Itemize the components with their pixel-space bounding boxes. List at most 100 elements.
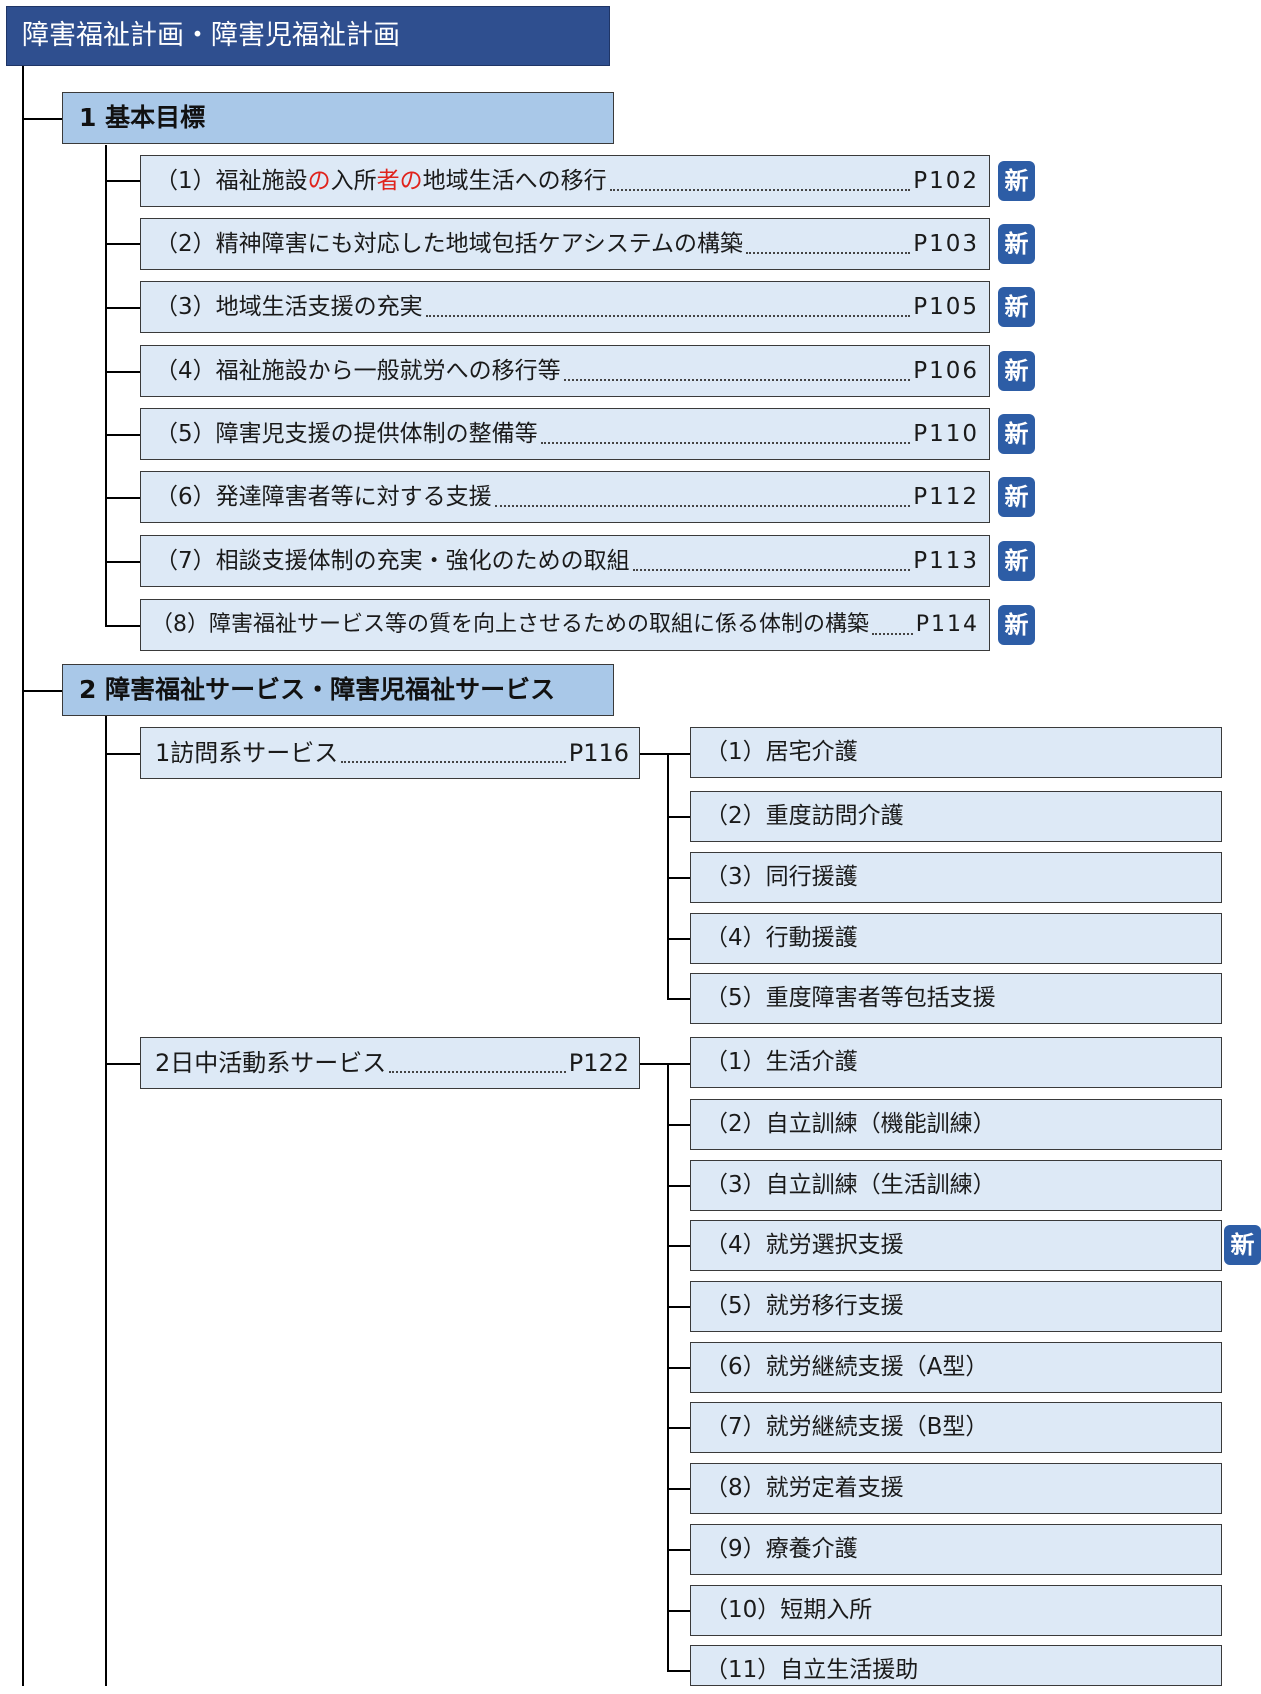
new-badge: 新	[998, 224, 1035, 264]
section1-trunk	[105, 145, 107, 626]
service-item[interactable]: （1）居宅介護	[690, 727, 1222, 778]
service-item[interactable]: （5）重度障害者等包括支援	[690, 973, 1222, 1024]
new-badge: 新	[998, 605, 1035, 645]
page-reference: P106	[913, 358, 979, 384]
page-reference: P102	[913, 168, 979, 194]
group1-branch-line	[667, 753, 669, 999]
service-item[interactable]: （1）生活介護	[690, 1037, 1222, 1088]
branch-line	[105, 243, 140, 245]
branch-line	[667, 1367, 690, 1369]
new-badge: 新	[998, 541, 1035, 581]
service-item[interactable]: （11）自立生活援助	[690, 1645, 1222, 1686]
page-reference: P103	[913, 231, 979, 257]
service-item[interactable]: （5）就労移行支援	[690, 1281, 1222, 1332]
branch-line	[105, 753, 140, 755]
branch-line	[667, 816, 690, 818]
service-item[interactable]: （3）自立訓練（生活訓練）	[690, 1160, 1222, 1211]
dot-leader	[425, 315, 911, 317]
page-reference: P110	[913, 421, 979, 447]
page-reference: P113	[913, 548, 979, 574]
group-connector	[640, 753, 690, 755]
service-item[interactable]: （10）短期入所	[690, 1585, 1222, 1636]
section-title: 2 障害福祉サービス・障害児福祉サービス	[79, 675, 556, 704]
new-badge: 新	[998, 414, 1035, 454]
branch-line	[105, 561, 140, 563]
section-title: 1 基本目標	[79, 103, 206, 132]
goal-item-5[interactable]: （5）障害児支援の提供体制の整備等 P110	[140, 408, 990, 460]
branch-line	[105, 1063, 140, 1065]
branch-line	[667, 1124, 690, 1126]
service-group-label: 1訪問系サービス	[155, 739, 339, 767]
section-services: 2 障害福祉サービス・障害児福祉サービス	[62, 664, 614, 716]
dot-leader	[389, 1071, 566, 1073]
branch-line	[667, 1670, 690, 1672]
branch-line	[105, 307, 140, 309]
service-group-daytime[interactable]: 2日中活動系サービス P122	[140, 1037, 640, 1089]
branch-line	[105, 497, 140, 499]
service-item[interactable]: （2）自立訓練（機能訓練）	[690, 1099, 1222, 1150]
new-badge: 新	[998, 351, 1035, 391]
goal-item-1[interactable]: （1）福祉施設の入所者の地域生活への移行 P102	[140, 155, 990, 207]
branch-line	[22, 690, 62, 692]
page-reference: P105	[913, 294, 979, 320]
goal-item-label: （6）発達障害者等に対する支援	[155, 484, 492, 510]
branch-line	[667, 877, 690, 879]
goal-item-label: （7）相談支援体制の充実・強化のための取組	[155, 548, 630, 574]
dot-leader	[563, 379, 911, 381]
branch-line	[667, 938, 690, 940]
page-title: 障害福祉計画・障害児福祉計画	[6, 6, 610, 66]
service-group-visiting[interactable]: 1訪問系サービス P116	[140, 727, 640, 779]
goal-item-3[interactable]: （3）地域生活支援の充実 P105	[140, 281, 990, 333]
new-badge: 新	[998, 161, 1035, 201]
branch-line	[105, 434, 140, 436]
branch-line	[667, 1427, 690, 1429]
branch-line	[667, 998, 690, 1000]
page-reference: P114	[915, 612, 979, 637]
service-item[interactable]: （2）重度訪問介護	[690, 791, 1222, 842]
service-item[interactable]: （3）同行援護	[690, 852, 1222, 903]
goal-item-label: （5）障害児支援の提供体制の整備等	[155, 421, 538, 447]
goal-item-label: （2）精神障害にも対応した地域包括ケアシステムの構築	[155, 231, 744, 257]
branch-line	[105, 625, 140, 627]
service-item[interactable]: （9）療養介護	[690, 1524, 1222, 1575]
section2-trunk	[105, 716, 107, 1686]
service-item[interactable]: （7）就労継続支援（B型）	[690, 1402, 1222, 1453]
branch-line	[105, 180, 140, 182]
dot-leader	[494, 505, 911, 507]
page-reference: P116	[568, 739, 629, 767]
goal-item-4[interactable]: （4）福祉施設から一般就労への移行等 P106	[140, 345, 990, 397]
goal-item-7[interactable]: （7）相談支援体制の充実・強化のための取組 P113	[140, 535, 990, 587]
dot-leader	[632, 569, 911, 571]
goal-item-label: （4）福祉施設から一般就労への移行等	[155, 358, 561, 384]
dot-leader	[609, 189, 911, 191]
goal-item-label: （1）福祉施設の入所者の地域生活への移行	[155, 168, 607, 194]
service-group-label: 2日中活動系サービス	[155, 1049, 387, 1077]
service-item[interactable]: （6）就労継続支援（A型）	[690, 1342, 1222, 1393]
branch-line	[667, 1549, 690, 1551]
dot-leader	[540, 442, 911, 444]
service-item[interactable]: （8）就労定着支援	[690, 1463, 1222, 1514]
new-badge: 新	[998, 477, 1035, 517]
service-item[interactable]: （4）就労選択支援	[690, 1220, 1222, 1271]
goal-item-label: （8）障害福祉サービス等の質を向上させるための取組に係る体制の構築	[151, 612, 869, 637]
group-connector	[640, 1063, 690, 1065]
new-badge: 新	[998, 287, 1035, 327]
service-item[interactable]: （4）行動援護	[690, 913, 1222, 964]
branch-line	[22, 118, 62, 120]
branch-line	[667, 1185, 690, 1187]
branch-line	[667, 1610, 690, 1612]
goal-item-2[interactable]: （2）精神障害にも対応した地域包括ケアシステムの構築 P103	[140, 218, 990, 270]
page-reference: P122	[568, 1049, 629, 1077]
goal-item-label: （3）地域生活支援の充実	[155, 294, 423, 320]
page-reference: P112	[913, 484, 979, 510]
branch-line	[667, 1306, 690, 1308]
dot-leader	[746, 252, 911, 254]
new-badge: 新	[1224, 1225, 1261, 1265]
dot-leader	[341, 761, 566, 763]
branch-line	[105, 371, 140, 373]
goal-item-6[interactable]: （6）発達障害者等に対する支援 P112	[140, 471, 990, 523]
branch-line	[667, 1488, 690, 1490]
trunk-line	[22, 66, 24, 1686]
goal-item-8[interactable]: （8）障害福祉サービス等の質を向上させるための取組に係る体制の構築 P114	[140, 599, 990, 651]
section-basic-goals: 1 基本目標	[62, 92, 614, 144]
